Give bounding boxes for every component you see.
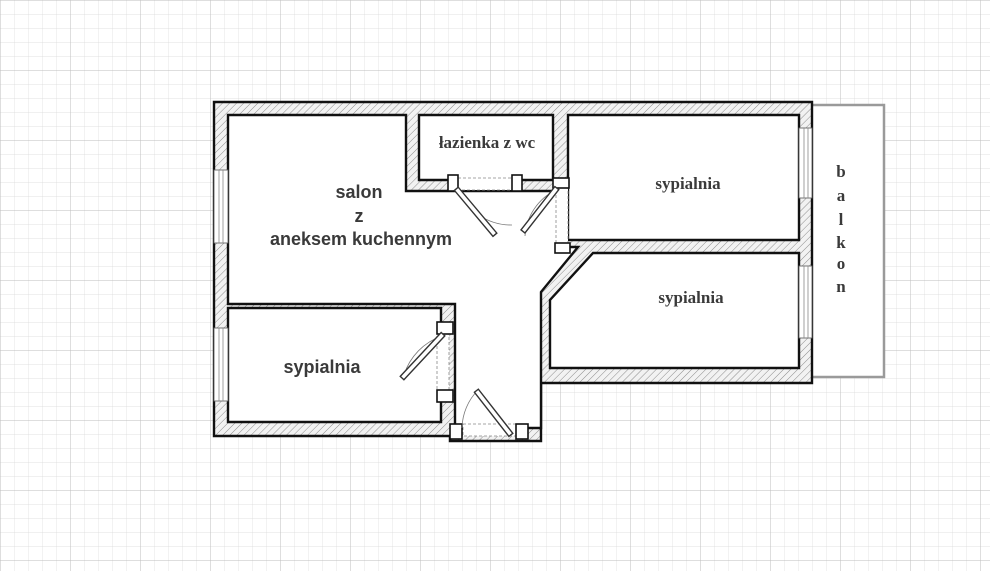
- window-left-lower: [213, 327, 229, 402]
- balcony-letter-1: b: [836, 162, 845, 181]
- balcony-letter-5: o: [837, 254, 846, 273]
- window-right-lower: [798, 265, 813, 339]
- door-bedroom-top-right: [520, 177, 571, 254]
- door-bedroom-left: [399, 321, 454, 403]
- label-bedroom-top-right: sypialnia: [655, 174, 721, 193]
- label-bathroom: łazienka z wc: [439, 133, 536, 152]
- room-bedroom-mid-right: [548, 251, 801, 370]
- room-living: [226, 113, 581, 430]
- window-left-upper: [213, 169, 229, 244]
- window-right-upper: [798, 127, 813, 199]
- label-bedroom-mid-right: sypialnia: [658, 288, 724, 307]
- label-living-line3: aneksem kuchennym: [270, 229, 452, 249]
- label-bedroom-left: sypialnia: [283, 357, 361, 377]
- balcony-letter-4: k: [836, 233, 846, 252]
- door-entrance: [449, 388, 529, 440]
- label-living-line1: salon: [335, 182, 382, 202]
- balcony: [809, 103, 886, 379]
- label-living-line2: z: [355, 206, 364, 226]
- balcony-letter-6: n: [836, 277, 846, 296]
- door-bathroom: [447, 174, 523, 238]
- balcony-letter-3: l: [839, 210, 844, 229]
- balcony-letter-2: a: [837, 186, 846, 205]
